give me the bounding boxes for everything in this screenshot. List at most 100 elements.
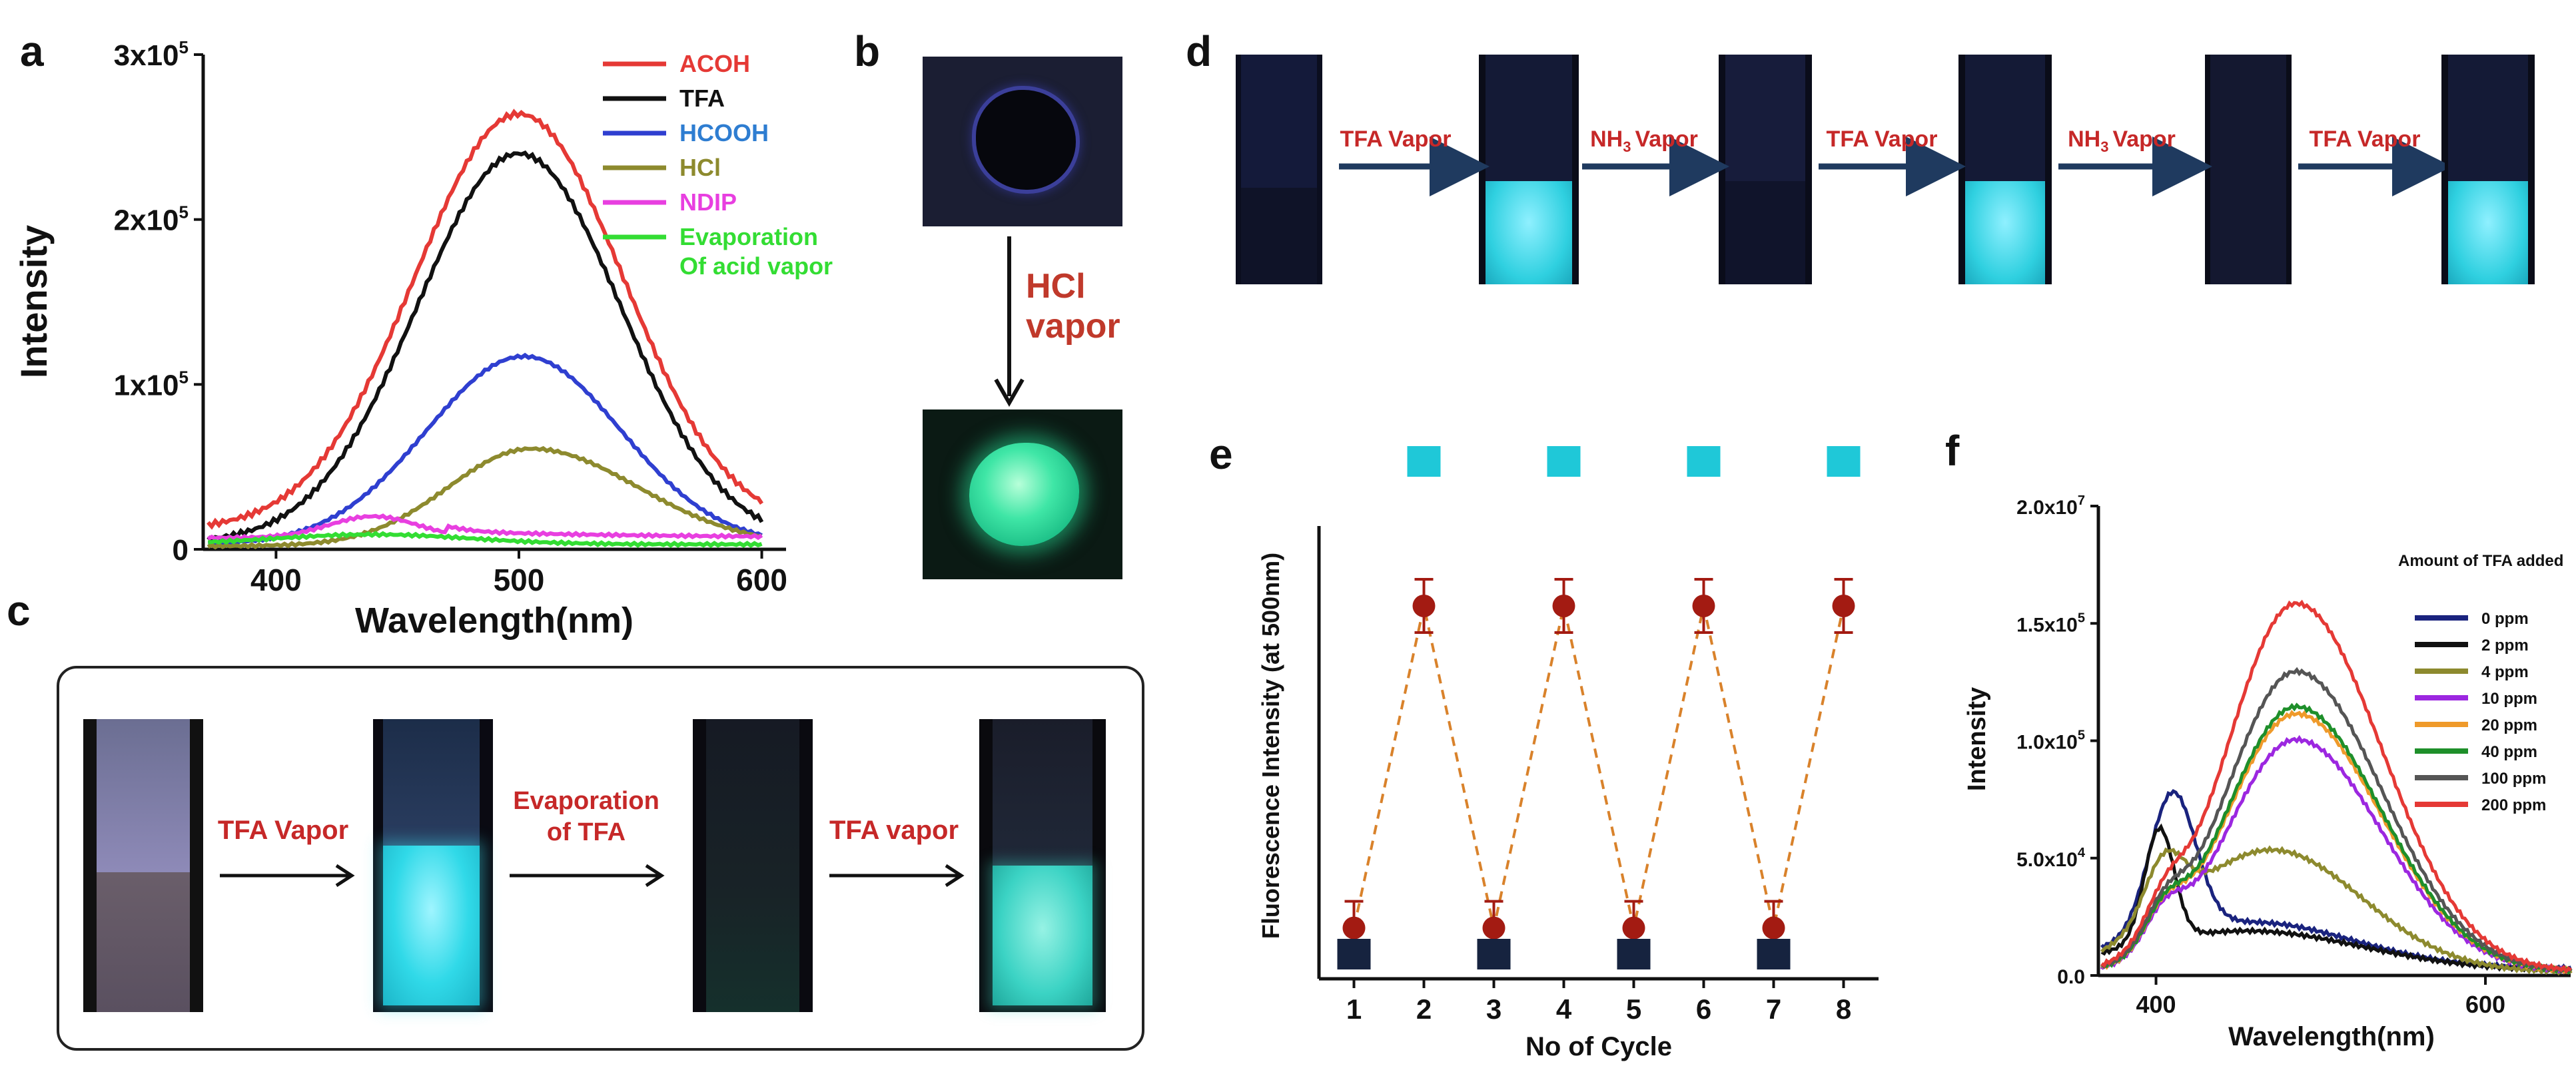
f-x-tick-label: 400 <box>2136 991 2176 1018</box>
d-label-tfa-2: TFA Vapor <box>1827 127 1938 152</box>
e-data-point <box>1762 916 1785 940</box>
e-data-point <box>1552 595 1575 617</box>
a-legend-label: HCl <box>679 154 721 181</box>
a-legend-label: ACOH <box>679 50 750 77</box>
f-x-tick-label: 600 <box>2465 991 2505 1018</box>
e-y-axis-label: Fluorescence Intensity (at 500nm) <box>1257 553 1284 939</box>
vial-d4 <box>1958 55 2052 284</box>
f-y-axis-label: Intensity <box>1963 687 1991 791</box>
e-data-point <box>1832 595 1855 617</box>
a-series-tfa <box>207 150 764 543</box>
e-state-swatch-dark <box>1617 939 1651 969</box>
a-y-tick-label: 1x105 <box>114 367 189 402</box>
f-series-200-ppm <box>2100 599 2573 974</box>
e-data-point <box>1622 916 1645 940</box>
c-label-of-tfa: of TFA <box>547 818 626 846</box>
pellet-glowing <box>969 443 1079 546</box>
a-legend-label: HCOOH <box>679 119 769 146</box>
e-x-tick-label: 6 <box>1696 993 1711 1025</box>
f-series-100-ppm <box>2100 667 2573 975</box>
e-data-point <box>1692 595 1715 617</box>
a-y-tick-label: 2x105 <box>114 202 189 237</box>
strip-c1 <box>83 719 203 1012</box>
pellet-dark <box>976 90 1076 190</box>
panel-label-c: c <box>7 587 31 635</box>
a-x-axis-label: Wavelength(nm) <box>355 601 634 641</box>
f-legend-label: 20 ppm <box>2481 716 2537 734</box>
d-label-tfa-3: TFA Vapor <box>2310 127 2421 152</box>
e-data-point <box>1342 916 1366 940</box>
vial-d6 <box>2441 55 2535 284</box>
a-x-tick-label: 400 <box>250 563 302 597</box>
vial-d3 <box>1719 55 1812 284</box>
panel-label-b: b <box>854 27 881 75</box>
a-series-acoh <box>207 109 764 530</box>
a-legend-label: Of acid vapor <box>679 252 833 280</box>
a-y-axis-label: Intensity <box>13 225 55 378</box>
strip-c3 <box>693 719 813 1012</box>
f-legend-label: 0 ppm <box>2481 610 2529 628</box>
panel-label-a: a <box>20 27 44 75</box>
a-y-tick-label: 0 <box>173 534 189 567</box>
vial-d1 <box>1236 55 1322 284</box>
e-state-swatch-dark <box>1337 939 1371 969</box>
c-label-tfa-vapor: TFA Vapor <box>218 816 348 845</box>
e-data-point <box>1412 595 1436 617</box>
c-label-evaporation: Evaporation <box>513 787 659 815</box>
f-y-tick-label: 2.0x107 <box>2016 493 2085 519</box>
strip-c2 <box>373 719 493 1012</box>
f-legend-label: 10 ppm <box>2481 690 2537 708</box>
panel-c-arrows: TFA Vapor Evaporation of TFA TFA vapor <box>218 787 965 888</box>
panel-c-frame <box>57 666 1144 1051</box>
f-y-tick-label: 5.0x104 <box>2016 846 2086 871</box>
a-legend-label: Evaporation <box>679 223 818 250</box>
e-trend-line <box>1352 605 1845 929</box>
d-label-tfa-1: TFA Vapor <box>1340 127 1452 152</box>
e-state-swatch-bright <box>1687 446 1721 477</box>
e-state-swatch-dark <box>1477 939 1511 969</box>
e-state-swatch-bright <box>1547 446 1581 477</box>
f-x-axis-label: Wavelength(nm) <box>2228 1022 2435 1051</box>
vial-d2 <box>1479 55 1579 284</box>
a-legend-label: NDIP <box>679 188 737 216</box>
strip-c4 <box>979 719 1106 1012</box>
e-state-swatch-dark <box>1757 939 1791 969</box>
a-series-evaporation <box>208 531 763 549</box>
vapor-label: vapor <box>1026 307 1120 346</box>
a-x-tick-label: 500 <box>494 563 545 597</box>
photo-after-hcl <box>923 409 1122 579</box>
hcl-label: HCl <box>1026 267 1086 306</box>
a-x-tick-label: 600 <box>736 563 787 597</box>
arrow-hcl <box>994 236 1025 407</box>
a-series-hcl <box>207 445 762 550</box>
e-state-swatch-bright <box>1827 446 1861 477</box>
c-label-tfa-vapor-2: TFA vapor <box>829 816 959 845</box>
f-legend-label: 100 ppm <box>2481 770 2546 788</box>
e-x-axis-label: No of Cycle <box>1525 1032 1672 1061</box>
f-legend-label: 40 ppm <box>2481 743 2537 761</box>
f-legend-label: 2 ppm <box>2481 637 2529 655</box>
hcl-vapor-label: HCl vapor <box>1026 266 1120 346</box>
panel-label-f: f <box>1945 427 1960 475</box>
panel-label-e: e <box>1209 430 1233 478</box>
e-x-tick-label: 5 <box>1626 993 1641 1025</box>
a-legend-label: TFA <box>679 85 725 112</box>
f-legend-label: 4 ppm <box>2481 663 2529 681</box>
e-x-tick-label: 4 <box>1556 993 1572 1025</box>
a-series-ndip <box>207 513 763 541</box>
e-x-tick-label: 2 <box>1416 993 1432 1025</box>
f-legend-label: 200 ppm <box>2481 796 2546 814</box>
a-y-tick-label: 3x105 <box>114 37 189 72</box>
f-y-tick-label: 1.5x105 <box>2016 611 2085 636</box>
panel-label-d: d <box>1186 27 1212 75</box>
vial-d5 <box>2205 55 2292 284</box>
e-data-point <box>1482 916 1505 940</box>
f-y-tick-label: 0.0 <box>2057 966 2085 988</box>
e-x-tick-label: 3 <box>1486 993 1502 1025</box>
f-legend-title: Amount of TFA added <box>2398 552 2563 570</box>
